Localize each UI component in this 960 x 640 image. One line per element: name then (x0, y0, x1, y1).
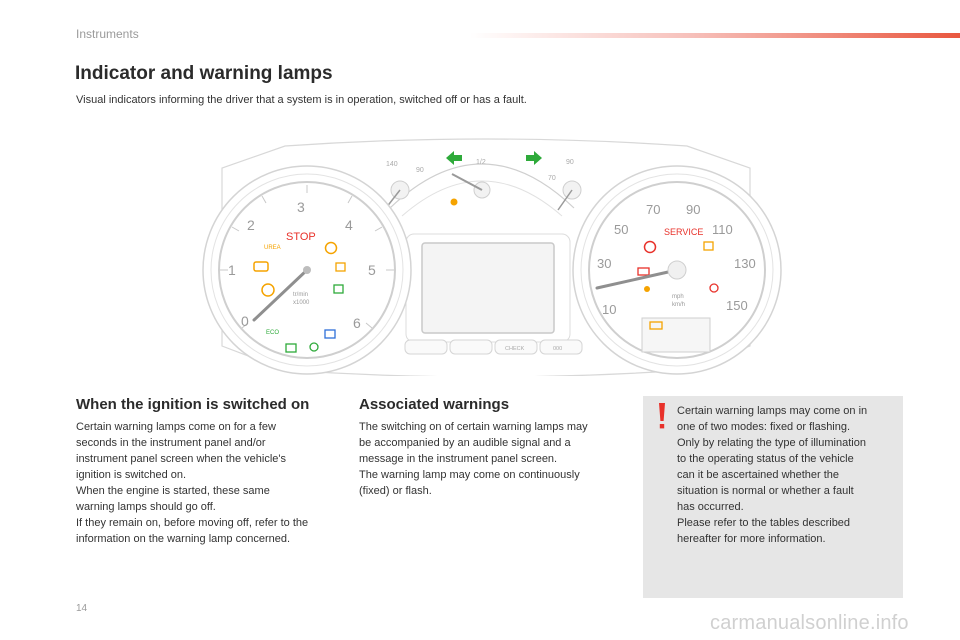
ignition-line: When the engine is started, these same (76, 485, 270, 497)
oil-warning-icon (703, 241, 714, 251)
main-beam-icon (324, 329, 336, 339)
center-display-screen (421, 242, 555, 334)
note-line: situation is normal or whether a fault (677, 485, 854, 497)
page-number: 14 (76, 603, 88, 614)
ignition-line: ignition is switched on. (76, 469, 187, 481)
tachometer: 0 1 2 3 4 5 6 tr/min x1000 STOP UREA ECO (202, 165, 412, 375)
tach-num-6: 6 (353, 315, 361, 331)
speed-unit-2: km/h (672, 302, 685, 308)
battery-icon (637, 267, 650, 276)
ignition-text: Certain warning lamps come on for a few … (76, 419, 348, 547)
speed-unit-1: mph (672, 294, 684, 300)
warnings-line: message in the instrument panel screen. (359, 453, 558, 465)
speed-needle (595, 268, 679, 290)
section-label: Instruments (76, 27, 139, 41)
center-label-4: 90 (566, 159, 574, 166)
ignition-line: warning lamps should go off. (76, 501, 216, 513)
warning-note-text: Certain warning lamps may come on in one… (677, 403, 895, 547)
amber-dot-icon (450, 198, 458, 206)
glow-plug-icon (649, 321, 663, 330)
note-line: Please refer to the tables described (677, 517, 851, 529)
ignition-line: instrument panel screen when the vehicle… (76, 453, 286, 465)
ignition-heading: When the ignition is switched on (76, 396, 310, 413)
intro-text: Visual indicators informing the driver t… (76, 94, 527, 106)
tach-needle (252, 268, 309, 322)
stop-warning-label: STOP (286, 231, 316, 243)
associated-warnings-text: The switching on of certain warning lamp… (359, 419, 631, 499)
warnings-line: (fixed) or flash. (359, 485, 432, 497)
rear-fog-icon (335, 262, 346, 272)
check-button-label: CHECK (505, 346, 525, 352)
brake-warning-icon (324, 241, 338, 255)
left-turn-arrow-icon (446, 151, 462, 165)
center-label-3: 1/2 (476, 159, 486, 166)
speed-num-150: 150 (726, 298, 748, 313)
tach-unit-1: tr/min (293, 292, 308, 298)
tach-unit-2: x1000 (293, 300, 310, 306)
airbag-icon (644, 286, 650, 292)
note-line: to the operating status of the vehicle (677, 453, 854, 465)
engine-warning-icon (253, 261, 269, 272)
speed-num-110: 110 (712, 222, 733, 237)
note-line: one of two modes: fixed or flashing. (677, 421, 851, 433)
note-line: has occurred. (677, 501, 744, 513)
instrument-cluster-illustration: 140 90 1/2 90 70 CHECK 000 (202, 138, 782, 376)
speedometer: 10 30 50 70 90 110 130 150 mph km/h SERV… (572, 165, 782, 375)
warnings-line: The warning lamp may come on continuousl… (359, 469, 580, 481)
speed-num-10: 10 (602, 302, 616, 317)
center-gauge-panel: 140 90 1/2 90 70 (385, 151, 582, 217)
note-line: Only by relating the type of illuminatio… (677, 437, 866, 449)
odo-button-label: 000 (553, 346, 562, 352)
right-turn-arrow-icon (526, 151, 542, 165)
seatbelt-warning-icon (709, 283, 719, 293)
center-button-row: CHECK 000 (404, 339, 583, 355)
note-line: can it be ascertained whether the (677, 469, 840, 481)
ignition-line: If they remain on, before moving off, re… (76, 517, 309, 529)
brake-system-icon (643, 240, 657, 254)
urea-warning-label: UREA (264, 245, 281, 251)
center-label-5: 70 (548, 175, 556, 182)
front-fog-icon (333, 284, 344, 294)
warning-note-box (643, 396, 903, 598)
speed-num-50: 50 (614, 222, 628, 237)
service-warning-label: SERVICE (664, 227, 703, 237)
sidelights-icon (309, 342, 319, 352)
ignition-line: Certain warning lamps come on for a few (76, 421, 276, 433)
speed-num-130: 130 (734, 256, 756, 271)
speed-num-30: 30 (597, 256, 611, 271)
speed-num-90: 90 (686, 202, 700, 217)
tach-num-2: 2 (247, 217, 255, 233)
tach-num-4: 4 (345, 217, 353, 233)
associated-warnings-heading: Associated warnings (359, 396, 510, 413)
tach-num-3: 3 (297, 199, 305, 215)
note-line: Certain warning lamps may come on in (677, 405, 868, 417)
tach-num-5: 5 (368, 262, 376, 278)
eco-indicator-label: ECO (266, 330, 279, 336)
tach-num-1: 1 (228, 262, 236, 278)
watermark: carmanualsonline.info (710, 612, 909, 634)
speedo-display-window (641, 317, 711, 353)
header-rule (470, 33, 960, 38)
note-line: hereafter for more information. (677, 533, 826, 545)
dipped-beam-icon (285, 343, 297, 353)
warnings-line: The switching on of certain warning lamp… (359, 421, 588, 433)
exclamation-icon (659, 403, 665, 429)
tyre-pressure-icon (261, 283, 275, 297)
page-title: Indicator and warning lamps (75, 63, 333, 84)
speed-num-70: 70 (646, 202, 660, 217)
tach-zero: 0 (241, 313, 249, 329)
warnings-line: be accompanied by an audible signal and … (359, 437, 571, 449)
center-label-1: 140 (386, 161, 398, 168)
center-label-2: 90 (416, 167, 424, 174)
ignition-line: seconds in the instrument panel and/or (76, 437, 266, 449)
ignition-line: information on the warning lamp concerne… (76, 533, 291, 545)
